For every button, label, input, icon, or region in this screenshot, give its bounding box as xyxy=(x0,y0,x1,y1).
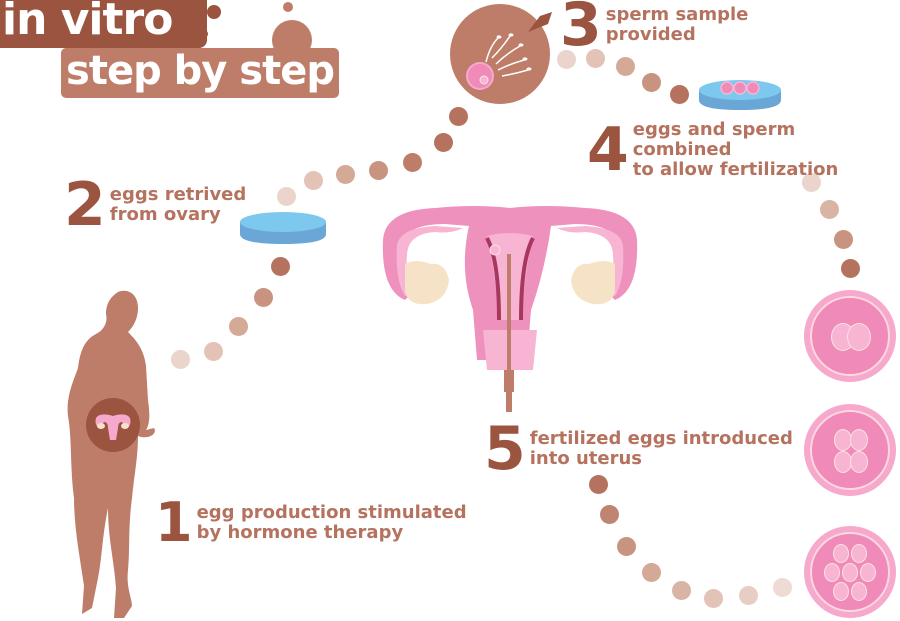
path-dot xyxy=(557,50,576,69)
petri-dish-with-eggs-icon xyxy=(699,80,781,110)
path-dot xyxy=(271,257,290,276)
path-dot xyxy=(204,342,223,361)
path-dot xyxy=(642,73,661,92)
woman-silhouette-icon xyxy=(67,290,155,618)
path-dot xyxy=(616,57,635,76)
path-dot xyxy=(403,153,422,172)
step-number: 2 xyxy=(64,170,106,240)
title-bubble-decoration xyxy=(200,30,208,38)
path-dot xyxy=(434,133,453,152)
path-dot xyxy=(834,230,853,249)
path-dot xyxy=(841,259,860,278)
embryo-8-cell-icon xyxy=(804,526,896,618)
step-text-line: eggs retrived xyxy=(109,184,247,205)
path-dot xyxy=(369,161,388,180)
path-dot xyxy=(704,589,723,608)
title-in-vitro: in vitro xyxy=(0,0,207,48)
title-bubble-decoration xyxy=(272,20,312,60)
step-text-line: egg production stimulated xyxy=(196,502,467,523)
path-dot xyxy=(802,173,821,192)
path-dot xyxy=(336,165,355,184)
mini-uterus-icon xyxy=(95,414,131,440)
path-dot xyxy=(617,537,636,556)
embryo-4-cell-icon xyxy=(804,404,896,496)
path-dot xyxy=(304,171,323,190)
path-dot xyxy=(773,578,792,597)
title-bubble-decoration xyxy=(207,5,221,19)
path-dot xyxy=(586,49,605,68)
path-dot xyxy=(589,475,608,494)
sperm-fertilizing-egg-icon xyxy=(450,4,552,104)
step-text-line: into uterus xyxy=(529,448,643,469)
path-dot xyxy=(739,586,758,605)
embryo-2-cell-icon xyxy=(804,290,896,382)
path-dot xyxy=(277,187,296,206)
step-text-line: from ovary xyxy=(109,204,221,225)
title-bubble-decoration xyxy=(283,2,293,12)
path-dot xyxy=(672,581,691,600)
step-text-line: by hormone therapy xyxy=(196,522,404,543)
step-text-line: provided xyxy=(605,24,696,45)
step-text-line: eggs and sperm combined xyxy=(632,119,796,160)
path-dot xyxy=(600,505,619,524)
step-number: 3 xyxy=(560,0,602,60)
path-dot xyxy=(449,107,468,126)
path-dot xyxy=(229,317,248,336)
petri-dish-icon xyxy=(240,212,326,244)
path-dot xyxy=(642,563,661,582)
step-text-line: to allow fertilization xyxy=(632,159,839,180)
step-number: 4 xyxy=(587,115,629,185)
path-dot xyxy=(820,200,839,219)
step-number: 5 xyxy=(484,414,526,484)
step-text-line: fertilized eggs introduced xyxy=(529,428,793,449)
uterus-icon xyxy=(382,206,638,412)
path-dot xyxy=(670,85,689,104)
step-number: 1 xyxy=(155,491,193,554)
step-text-line: sperm sample xyxy=(605,4,749,25)
path-dot xyxy=(171,350,190,369)
path-dot xyxy=(254,288,273,307)
